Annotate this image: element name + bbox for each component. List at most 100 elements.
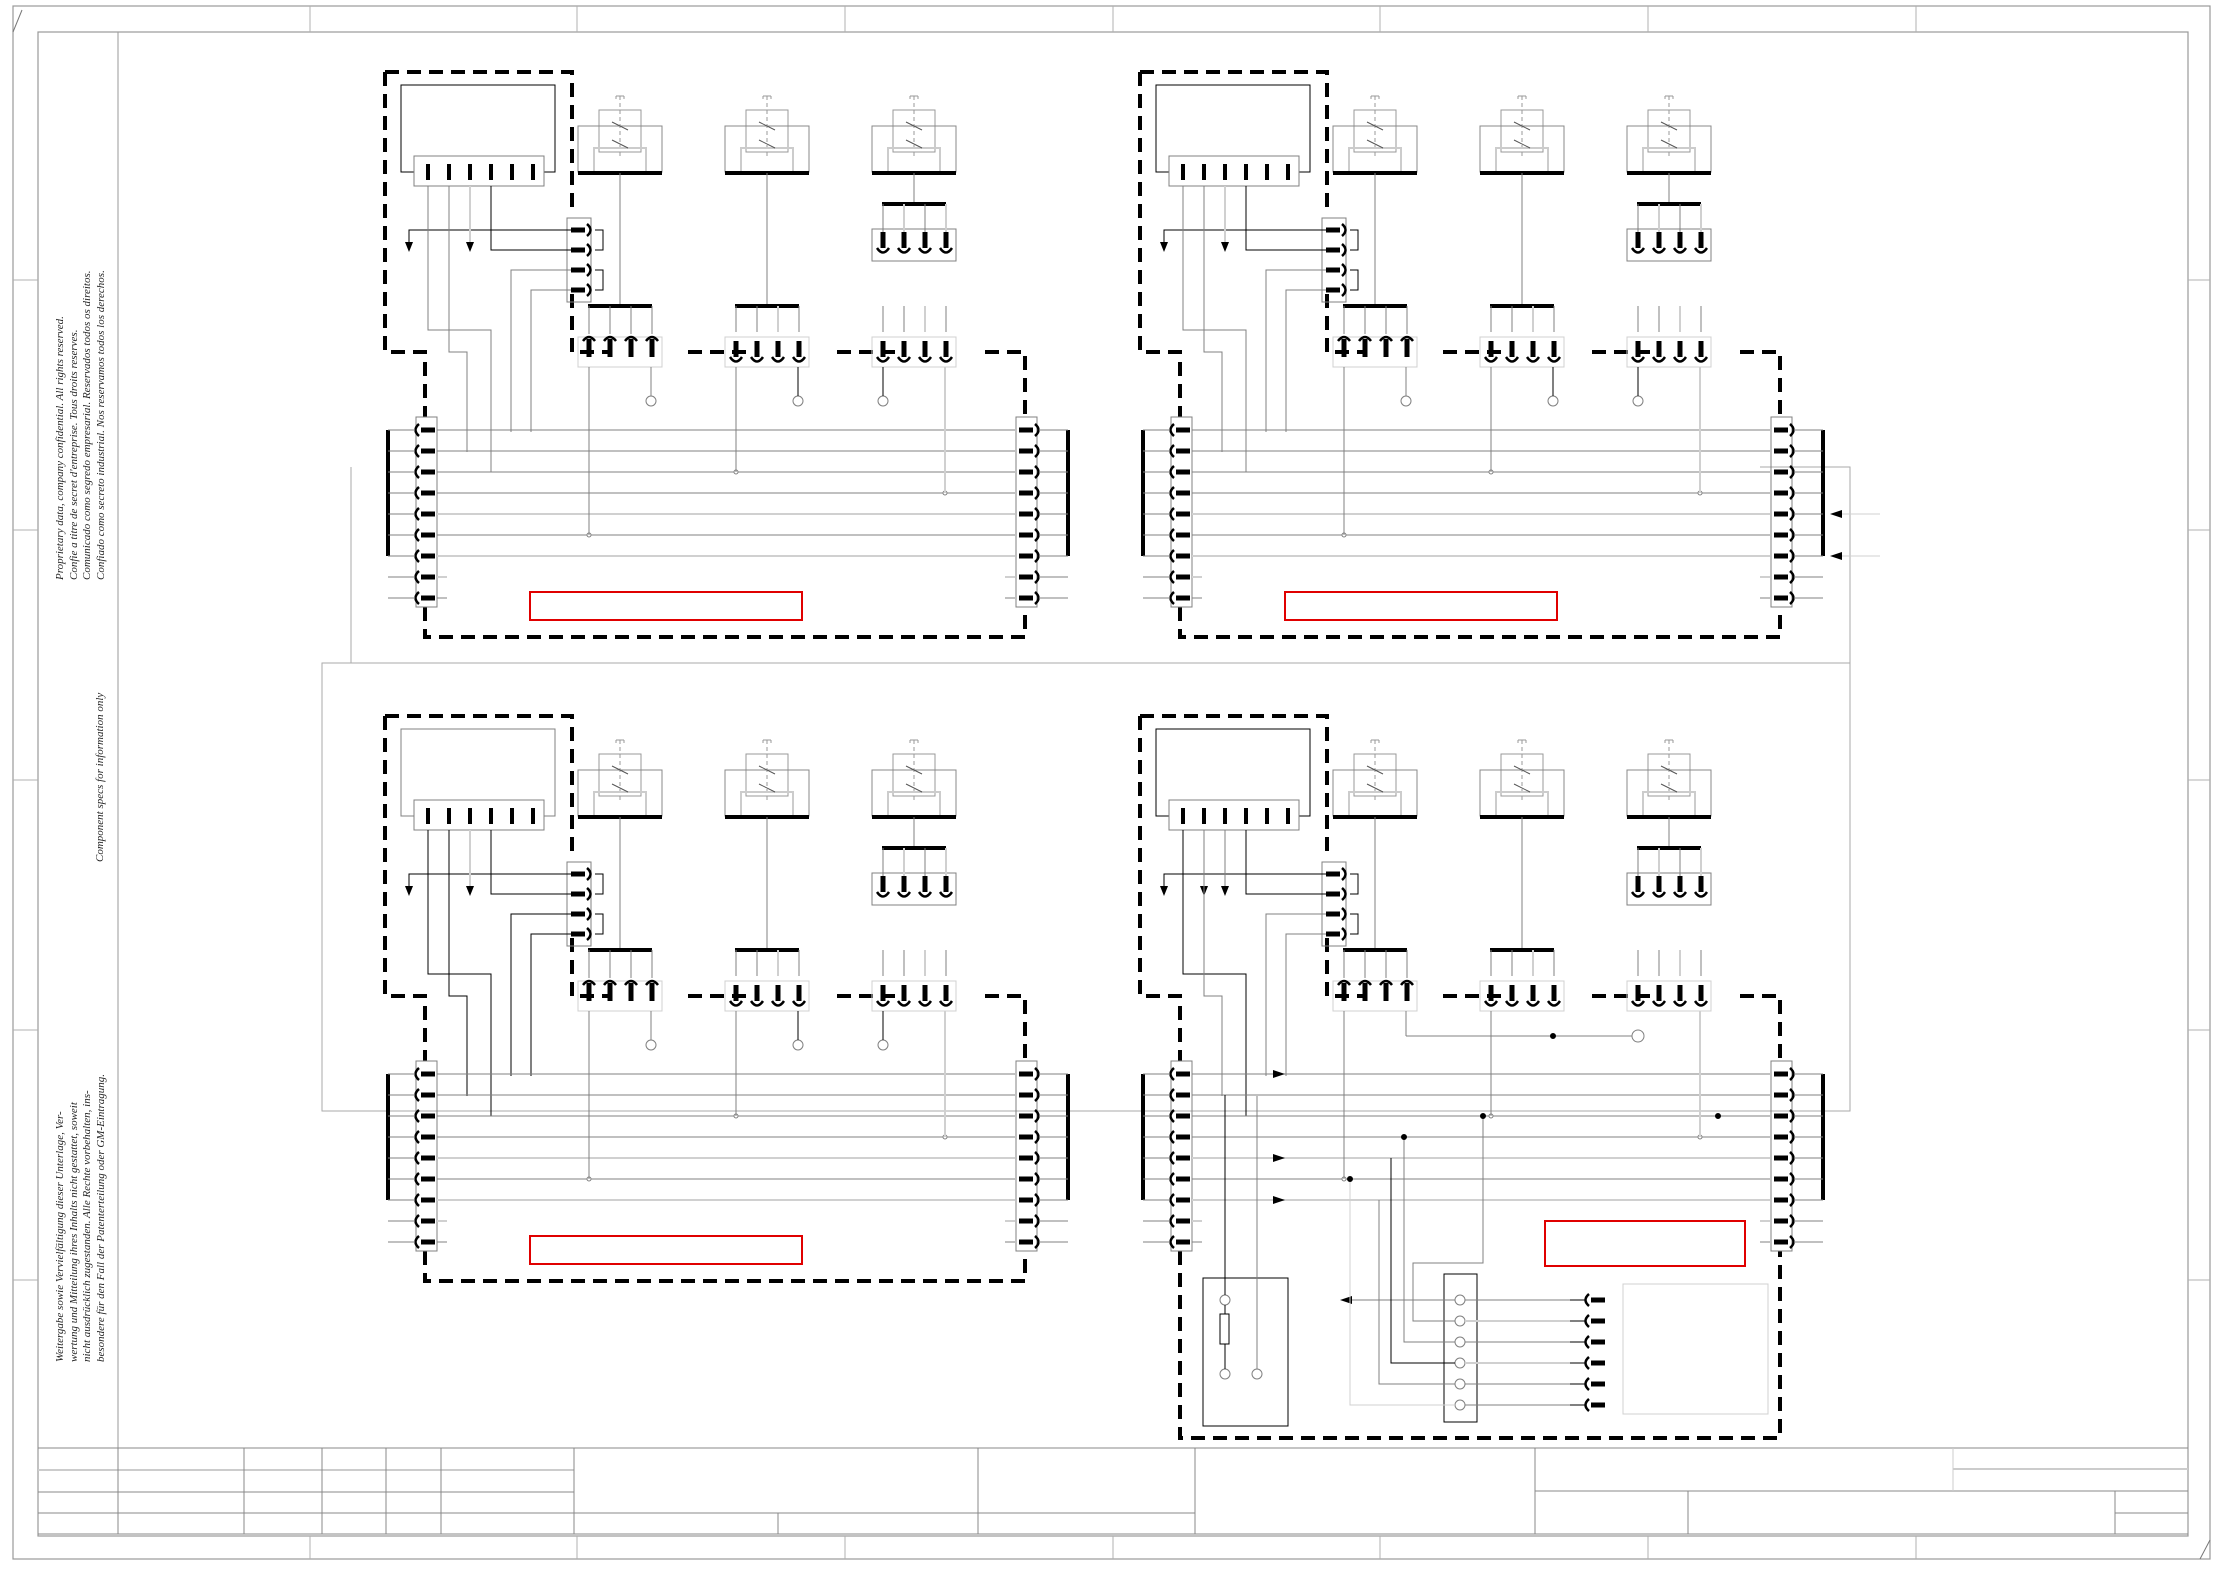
connector-socket-icon <box>1034 1235 1040 1249</box>
sensor-unit-box <box>1622 1283 1769 1415</box>
resistor-icon <box>1219 1313 1230 1345</box>
connector-socket-icon <box>414 528 420 542</box>
connector-socket-icon <box>1034 465 1040 479</box>
loop-wire <box>1350 269 1359 291</box>
switch-contact-icon <box>611 139 629 149</box>
switch-contact-icon <box>611 121 629 131</box>
relay-switch <box>1332 95 1418 175</box>
switch-contact-icon <box>905 139 923 149</box>
connector-socket-icon <box>1584 1377 1590 1391</box>
connector-socket-icon <box>1546 356 1562 363</box>
connector-socket-icon <box>1341 927 1347 941</box>
connector-socket-icon <box>1169 507 1175 521</box>
connector-socket-icon <box>582 335 596 342</box>
connector-socket-icon <box>938 356 954 363</box>
connector-socket-icon <box>1169 465 1175 479</box>
connector-socket-icon <box>1630 891 1646 898</box>
switch-contact-icon <box>611 783 629 793</box>
connector-socket-icon <box>1034 486 1040 500</box>
loop-wire <box>595 269 604 291</box>
pin-header <box>413 799 545 831</box>
inner-border <box>37 31 2189 1537</box>
connector-socket-icon <box>1672 1000 1688 1007</box>
connector-socket-icon <box>896 1000 912 1007</box>
connector-housing <box>724 980 810 1012</box>
connector-socket-icon <box>1789 549 1795 563</box>
arrow-right-icon <box>1273 1196 1285 1204</box>
connector-socket-icon <box>1789 1193 1795 1207</box>
signal-wire <box>1163 229 1326 242</box>
contact-wire <box>1348 791 1402 816</box>
contact-wire <box>1642 791 1696 816</box>
connector-socket-icon <box>1379 335 1393 342</box>
connector-socket-icon <box>586 223 592 237</box>
connector-socket-icon <box>1400 335 1414 342</box>
connector-housing <box>1332 980 1418 1012</box>
connector-socket-icon <box>1584 1314 1590 1328</box>
connector-socket-icon <box>1034 1130 1040 1144</box>
relay-switch <box>577 739 663 819</box>
switch-contact-icon <box>758 765 776 775</box>
terminal-icon <box>1251 1368 1263 1380</box>
connector-socket-icon <box>1525 356 1541 363</box>
junction-dot <box>1550 1033 1556 1039</box>
test-point-icon <box>645 395 657 407</box>
switch-contact-icon <box>1366 121 1384 131</box>
enclosure-outline <box>1740 350 1782 417</box>
connector-socket-icon <box>1034 1193 1040 1207</box>
terminal-icon <box>1219 1368 1231 1380</box>
test-point-icon <box>877 1039 889 1051</box>
connector-socket-icon <box>1169 1067 1175 1081</box>
connector-socket-icon <box>1341 243 1347 257</box>
connector-socket-icon <box>1169 423 1175 437</box>
switch-housing <box>892 753 936 797</box>
connector-socket-icon <box>1341 283 1347 297</box>
connector-socket-icon <box>582 979 596 986</box>
signal-wire <box>408 229 571 242</box>
connector-socket-icon <box>1169 444 1175 458</box>
enclosure-outline <box>570 294 610 354</box>
connector-socket-icon <box>1651 1000 1667 1007</box>
terminal-icon <box>1454 1378 1466 1390</box>
german-note-line: wertung und Mitteilung ihres Inhalts nic… <box>67 1102 80 1362</box>
connector-socket-icon <box>1630 356 1646 363</box>
switch-contact-icon <box>1660 139 1678 149</box>
highlight-box <box>1544 1220 1746 1267</box>
connector-socket-icon <box>586 243 592 257</box>
fuse-block <box>871 228 957 262</box>
highlight-box <box>529 591 803 621</box>
connector-socket-icon <box>1034 507 1040 521</box>
outer-border <box>12 5 2211 1560</box>
connector-housing <box>724 336 810 368</box>
loop-wire <box>1350 913 1359 935</box>
test-point-icon <box>1631 1029 1645 1043</box>
arrow-right-icon <box>1273 1070 1285 1078</box>
switch-contact-icon <box>905 783 923 793</box>
connector-socket-icon <box>414 1130 420 1144</box>
enclosure-outline <box>383 716 427 1061</box>
enclosure-outline <box>985 350 1027 417</box>
connector-socket-icon <box>1789 1172 1795 1186</box>
enclosure-outline <box>1325 938 1365 998</box>
relay-switch <box>1479 739 1565 819</box>
connector-housing <box>577 336 663 368</box>
connector-socket-icon <box>770 1000 786 1007</box>
connector-housing <box>1321 861 1347 947</box>
connector-socket-icon <box>1034 1151 1040 1165</box>
terminal-icon <box>1454 1315 1466 1327</box>
connector-socket-icon <box>1546 1000 1562 1007</box>
pin-header <box>413 155 545 187</box>
connector-housing <box>1321 217 1347 303</box>
connector-socket-icon <box>414 549 420 563</box>
connector-socket-icon <box>728 356 744 363</box>
connector-socket-icon <box>749 1000 765 1007</box>
connector-socket-icon <box>938 1000 954 1007</box>
loop-wire <box>1350 229 1359 251</box>
connector-socket-icon <box>896 356 912 363</box>
connector-socket-icon <box>1483 356 1499 363</box>
enclosure-outline <box>1740 994 1782 1061</box>
connector-socket-icon <box>1034 1088 1040 1102</box>
connector-socket-icon <box>1672 247 1688 254</box>
enclosure-outline <box>1140 714 1329 853</box>
connector-socket-icon <box>791 1000 807 1007</box>
